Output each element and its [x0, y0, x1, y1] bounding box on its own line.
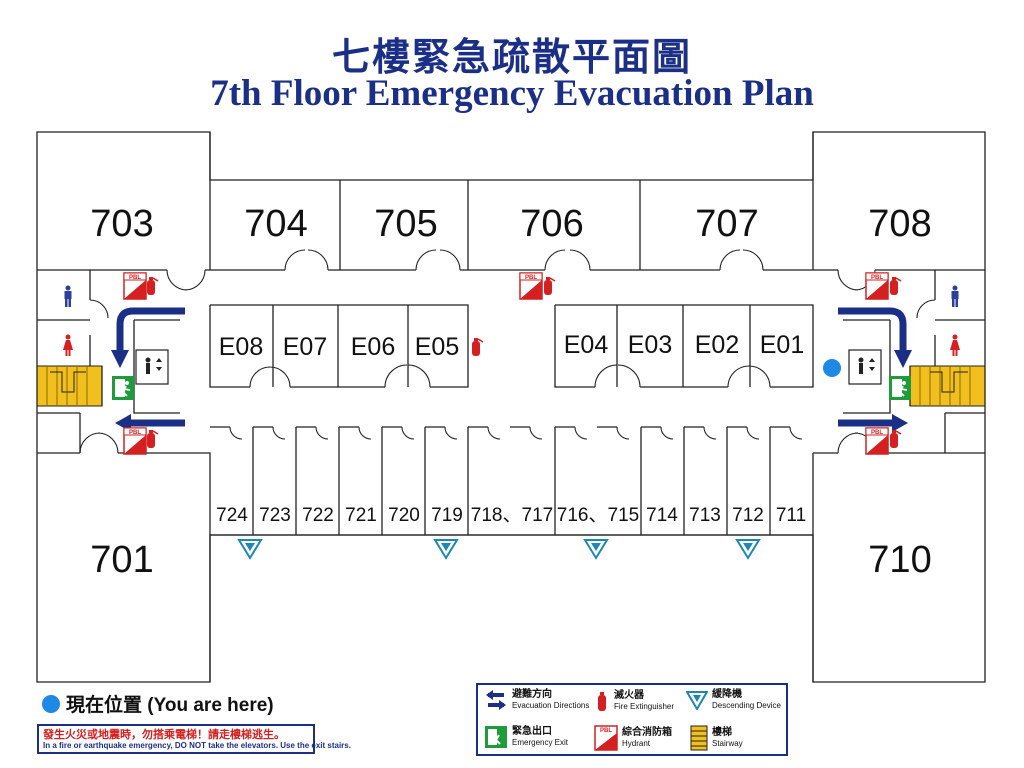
legend-stair-en: Stairway: [712, 739, 743, 748]
legend-ext-zh: 滅火器: [614, 690, 644, 701]
emergency-exit-icon: [485, 726, 507, 748]
room-e08-label: E08: [219, 333, 263, 361]
room-e04-label: E04: [564, 331, 609, 359]
svg-text:PBL: PBL: [600, 728, 612, 734]
evacuation-arrow-icon: [486, 690, 506, 710]
room-718-717-label: 718、717: [471, 505, 553, 526]
room-720-label: 720: [388, 505, 420, 526]
legend-descending: 緩降機 Descending Device: [686, 689, 781, 711]
room-708-label: 708: [868, 203, 931, 245]
legend-desc-en: Descending Device: [712, 701, 781, 710]
elevator-warning: 發生火災或地震時，勿搭乘電梯！請走樓梯逃生。 In a fire or eart…: [37, 724, 351, 754]
emergency-exit-icon: [111, 375, 135, 401]
legend-hyd-en: Hydrant: [622, 739, 651, 748]
title-en: 7th Floor Emergency Evacuation Plan: [210, 73, 814, 114]
stairway-right: [909, 365, 986, 407]
room-710-label: 710: [868, 539, 931, 581]
room-713-label: 713: [689, 505, 721, 526]
legend-box: 避難方向 Evacuation Directions 滅火器 Fire Exti…: [476, 683, 788, 756]
room-e07-label: E07: [283, 333, 327, 361]
you-are-here-marker: [823, 359, 841, 377]
descending-device-icon: [686, 691, 708, 710]
legend-hyd-zh: 綜合消防箱: [622, 727, 672, 738]
room-703-label: 703: [90, 203, 153, 245]
you-are-here-dot-icon: [42, 694, 60, 713]
room-723-label: 723: [259, 505, 291, 526]
warning-zh: 發生火災或地震時，勿搭乘電梯！請走樓梯逃生。: [43, 728, 285, 741]
legend-hydrant: PBL 綜合消防箱 Hydrant: [594, 725, 672, 751]
room-716-715-label: 716、715: [557, 505, 639, 526]
legend-evac-en: Evacuation Directions: [512, 701, 590, 710]
room-701-label: 701: [90, 539, 153, 581]
elevator-icon: [848, 349, 882, 385]
legend-stairway: 樓梯 Stairway: [690, 725, 743, 751]
legend-ext-en: Fire Extinguisher: [614, 702, 675, 711]
fire-extinguisher-icon: [598, 692, 606, 711]
descending-device-icon: [238, 539, 760, 559]
room-706-label: 706: [520, 203, 583, 245]
emergency-exit-icon: [888, 375, 912, 401]
room-721-label: 721: [345, 505, 377, 526]
warning-en: In a fire or earthquake emergency, DO NO…: [43, 741, 351, 750]
room-e03-label: E03: [628, 331, 672, 359]
room-e05-label: E05: [415, 333, 459, 361]
room-705-label: 705: [374, 203, 437, 245]
you-are-here-text: 現在位置 (You are here): [66, 695, 274, 716]
door-swings: [79, 249, 936, 454]
legend-exit-zh: 緊急出口: [512, 726, 552, 737]
legend-desc-zh: 緩降機: [712, 689, 742, 700]
legend-evacuation: 避難方向 Evacuation Directions: [484, 689, 589, 711]
legend-exit: 緊急出口 Emergency Exit: [484, 725, 568, 749]
room-714-label: 714: [646, 505, 678, 526]
evacuation-arrow-icon: [116, 307, 907, 427]
legend-extinguisher: 滅火器 Fire Extinguisher: [594, 689, 674, 713]
room-719-label: 719: [431, 505, 463, 526]
male-restroom-icon: [64, 285, 72, 307]
room-724-label: 724: [216, 505, 248, 526]
legend-stair-zh: 樓梯: [712, 727, 732, 738]
evacuation-arrowheads: [111, 350, 912, 432]
hydrant-icon: PBL: [594, 725, 618, 751]
legend-exit-en: Emergency Exit: [512, 738, 569, 747]
male-restroom-icon: [951, 285, 959, 307]
you-are-here-legend: 現在位置 (You are here): [42, 690, 274, 717]
room-722-label: 722: [302, 505, 334, 526]
room-711-label: 711: [776, 505, 806, 526]
elevator-icon: [135, 349, 169, 385]
walls: [36, 131, 986, 683]
legend-evac-zh: 避難方向: [512, 689, 552, 700]
room-e06-label: E06: [351, 333, 395, 361]
room-704-label: 704: [244, 203, 307, 245]
stairway-icon: [690, 725, 708, 751]
title-zh: 七樓緊急疏散平面圖: [331, 34, 692, 79]
room-e02-label: E02: [695, 331, 739, 359]
female-restroom-icon: [950, 334, 960, 356]
fire-extinguisher-icon: [146, 276, 902, 449]
stairway-left: [36, 365, 103, 407]
room-712-label: 712: [732, 505, 764, 526]
room-e01-label: E01: [760, 331, 804, 359]
female-restroom-icon: [63, 334, 73, 356]
room-707-label: 707: [695, 203, 758, 245]
